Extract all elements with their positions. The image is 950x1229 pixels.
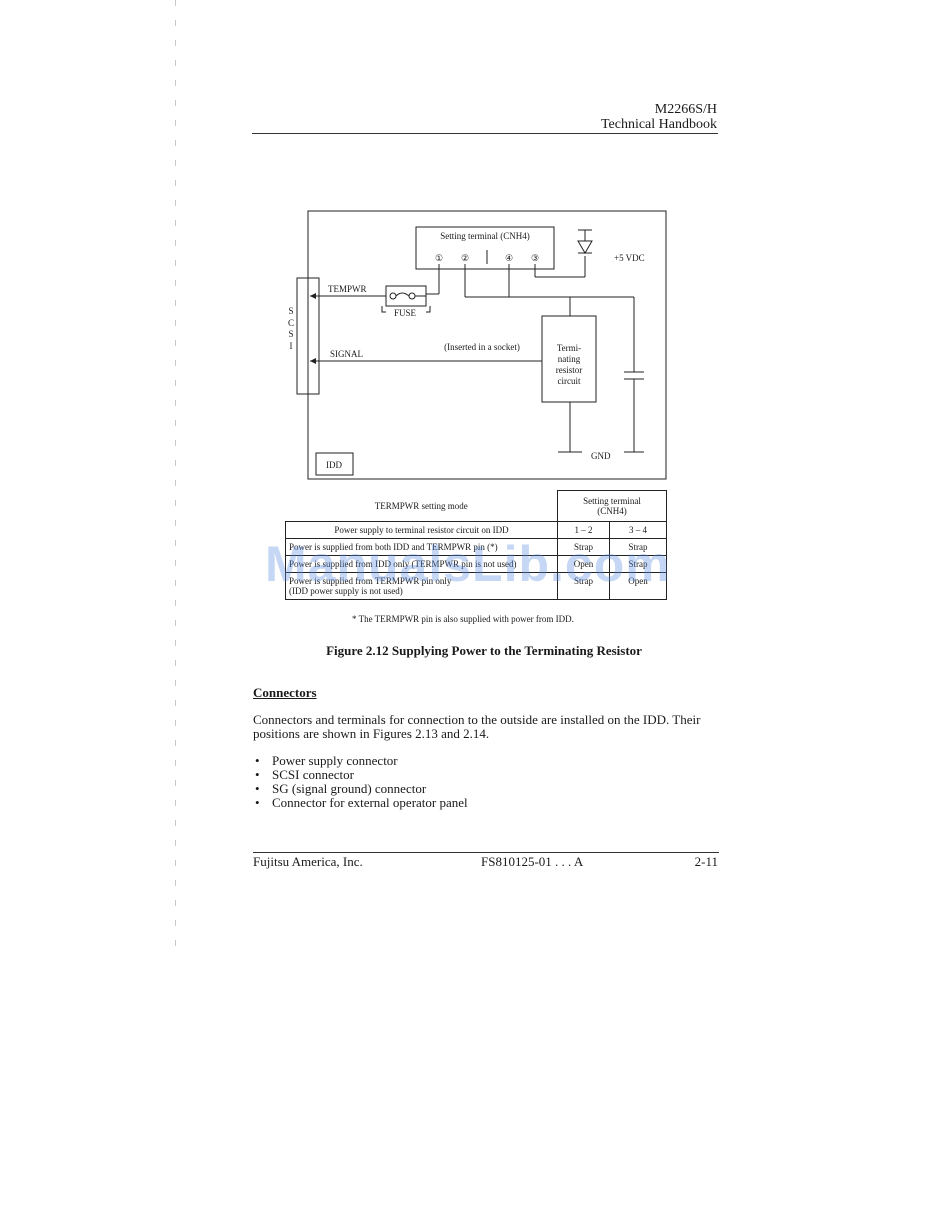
- table-header-row: TERMPWR setting mode Setting terminal (C…: [286, 490, 667, 522]
- resistor-line-1: Termi-: [557, 343, 581, 353]
- signal-label: SIGNAL: [330, 349, 363, 359]
- scsi-letter-s2: S: [288, 329, 293, 339]
- table-row: Power is supplied from IDD only (TERMPWR…: [285, 554, 667, 573]
- terminating-resistor-box: [541, 315, 597, 403]
- list-item: Connector for external operator panel: [253, 796, 468, 811]
- idd-label: IDD: [326, 460, 342, 470]
- scsi-letter-c: C: [288, 318, 294, 328]
- diode-symbol: [577, 240, 593, 254]
- vdc-label: +5 VDC: [614, 253, 645, 263]
- section-title: Connectors: [253, 685, 317, 700]
- footer-company: Fujitsu America, Inc.: [253, 854, 363, 869]
- footer-page-number: 2-11: [694, 854, 718, 869]
- termpwr-mode-table: TERMPWR setting mode Setting terminal (C…: [285, 490, 667, 600]
- resistor-line-2: nating: [558, 354, 581, 364]
- pin-1: ①: [435, 253, 443, 263]
- fuse-label: FUSE: [394, 308, 417, 318]
- pin-4: ④: [505, 253, 513, 263]
- table-cell-mode: Power is supplied from TERMPWR pin only …: [285, 571, 558, 600]
- gnd-label: GND: [591, 451, 611, 461]
- list-item: SCSI connector: [253, 768, 468, 783]
- figure-caption: Figure 2.12 Supplying Power to the Termi…: [326, 643, 642, 658]
- connector-list: Power supply connector SCSI connector SG…: [253, 754, 468, 811]
- table-footnote: * The TERMPWR pin is also supplied with …: [352, 614, 574, 624]
- list-item: SG (signal ground) connector: [253, 782, 468, 797]
- mode-header: TERMPWR setting mode: [374, 500, 468, 511]
- power-diagram: Setting terminal (CNH4) ① ② ④ ③ +5 VDC S…: [288, 210, 667, 480]
- resistor-line-4: circuit: [558, 376, 581, 386]
- pin-3: ③: [531, 253, 539, 263]
- pin-2: ②: [461, 253, 469, 263]
- tempwr-label: TEMPWR: [328, 284, 367, 294]
- header-model: M2266S/H: [654, 102, 717, 117]
- table-cell-pin12: Strap: [557, 571, 610, 600]
- scsi-letter-s1: S: [288, 306, 293, 316]
- header-rule: [252, 133, 718, 134]
- list-item: Power supply connector: [253, 754, 468, 769]
- body-paragraph: Connectors and terminals for connection …: [253, 712, 701, 741]
- footer-doc-number: FS810125-01 . . . A: [481, 854, 584, 869]
- scsi-connector: [296, 277, 320, 395]
- header-doc-title: Technical Handbook: [600, 117, 717, 132]
- setting-terminal-box: [415, 226, 555, 270]
- resistor-line-3: resistor: [556, 365, 583, 375]
- idd-box: [315, 452, 354, 476]
- scsi-letter-i: I: [290, 341, 293, 351]
- table-row: Power is supplied from TERMPWR pin only …: [285, 571, 667, 600]
- watermark: ManualsLib.com: [265, 536, 671, 592]
- margin-scan-marks: [175, 0, 176, 950]
- setting-terminal-label: Setting terminal (CNH4): [440, 231, 530, 241]
- table-row: Power supply to terminal resistor circui…: [285, 520, 667, 539]
- terminal-header: Setting terminal (CNH4): [557, 490, 667, 522]
- inserted-label: (Inserted in a socket): [444, 342, 520, 352]
- diagram-frame: [307, 210, 667, 480]
- footer-rule: [253, 852, 719, 853]
- table-cell-pin34: Open: [609, 571, 667, 600]
